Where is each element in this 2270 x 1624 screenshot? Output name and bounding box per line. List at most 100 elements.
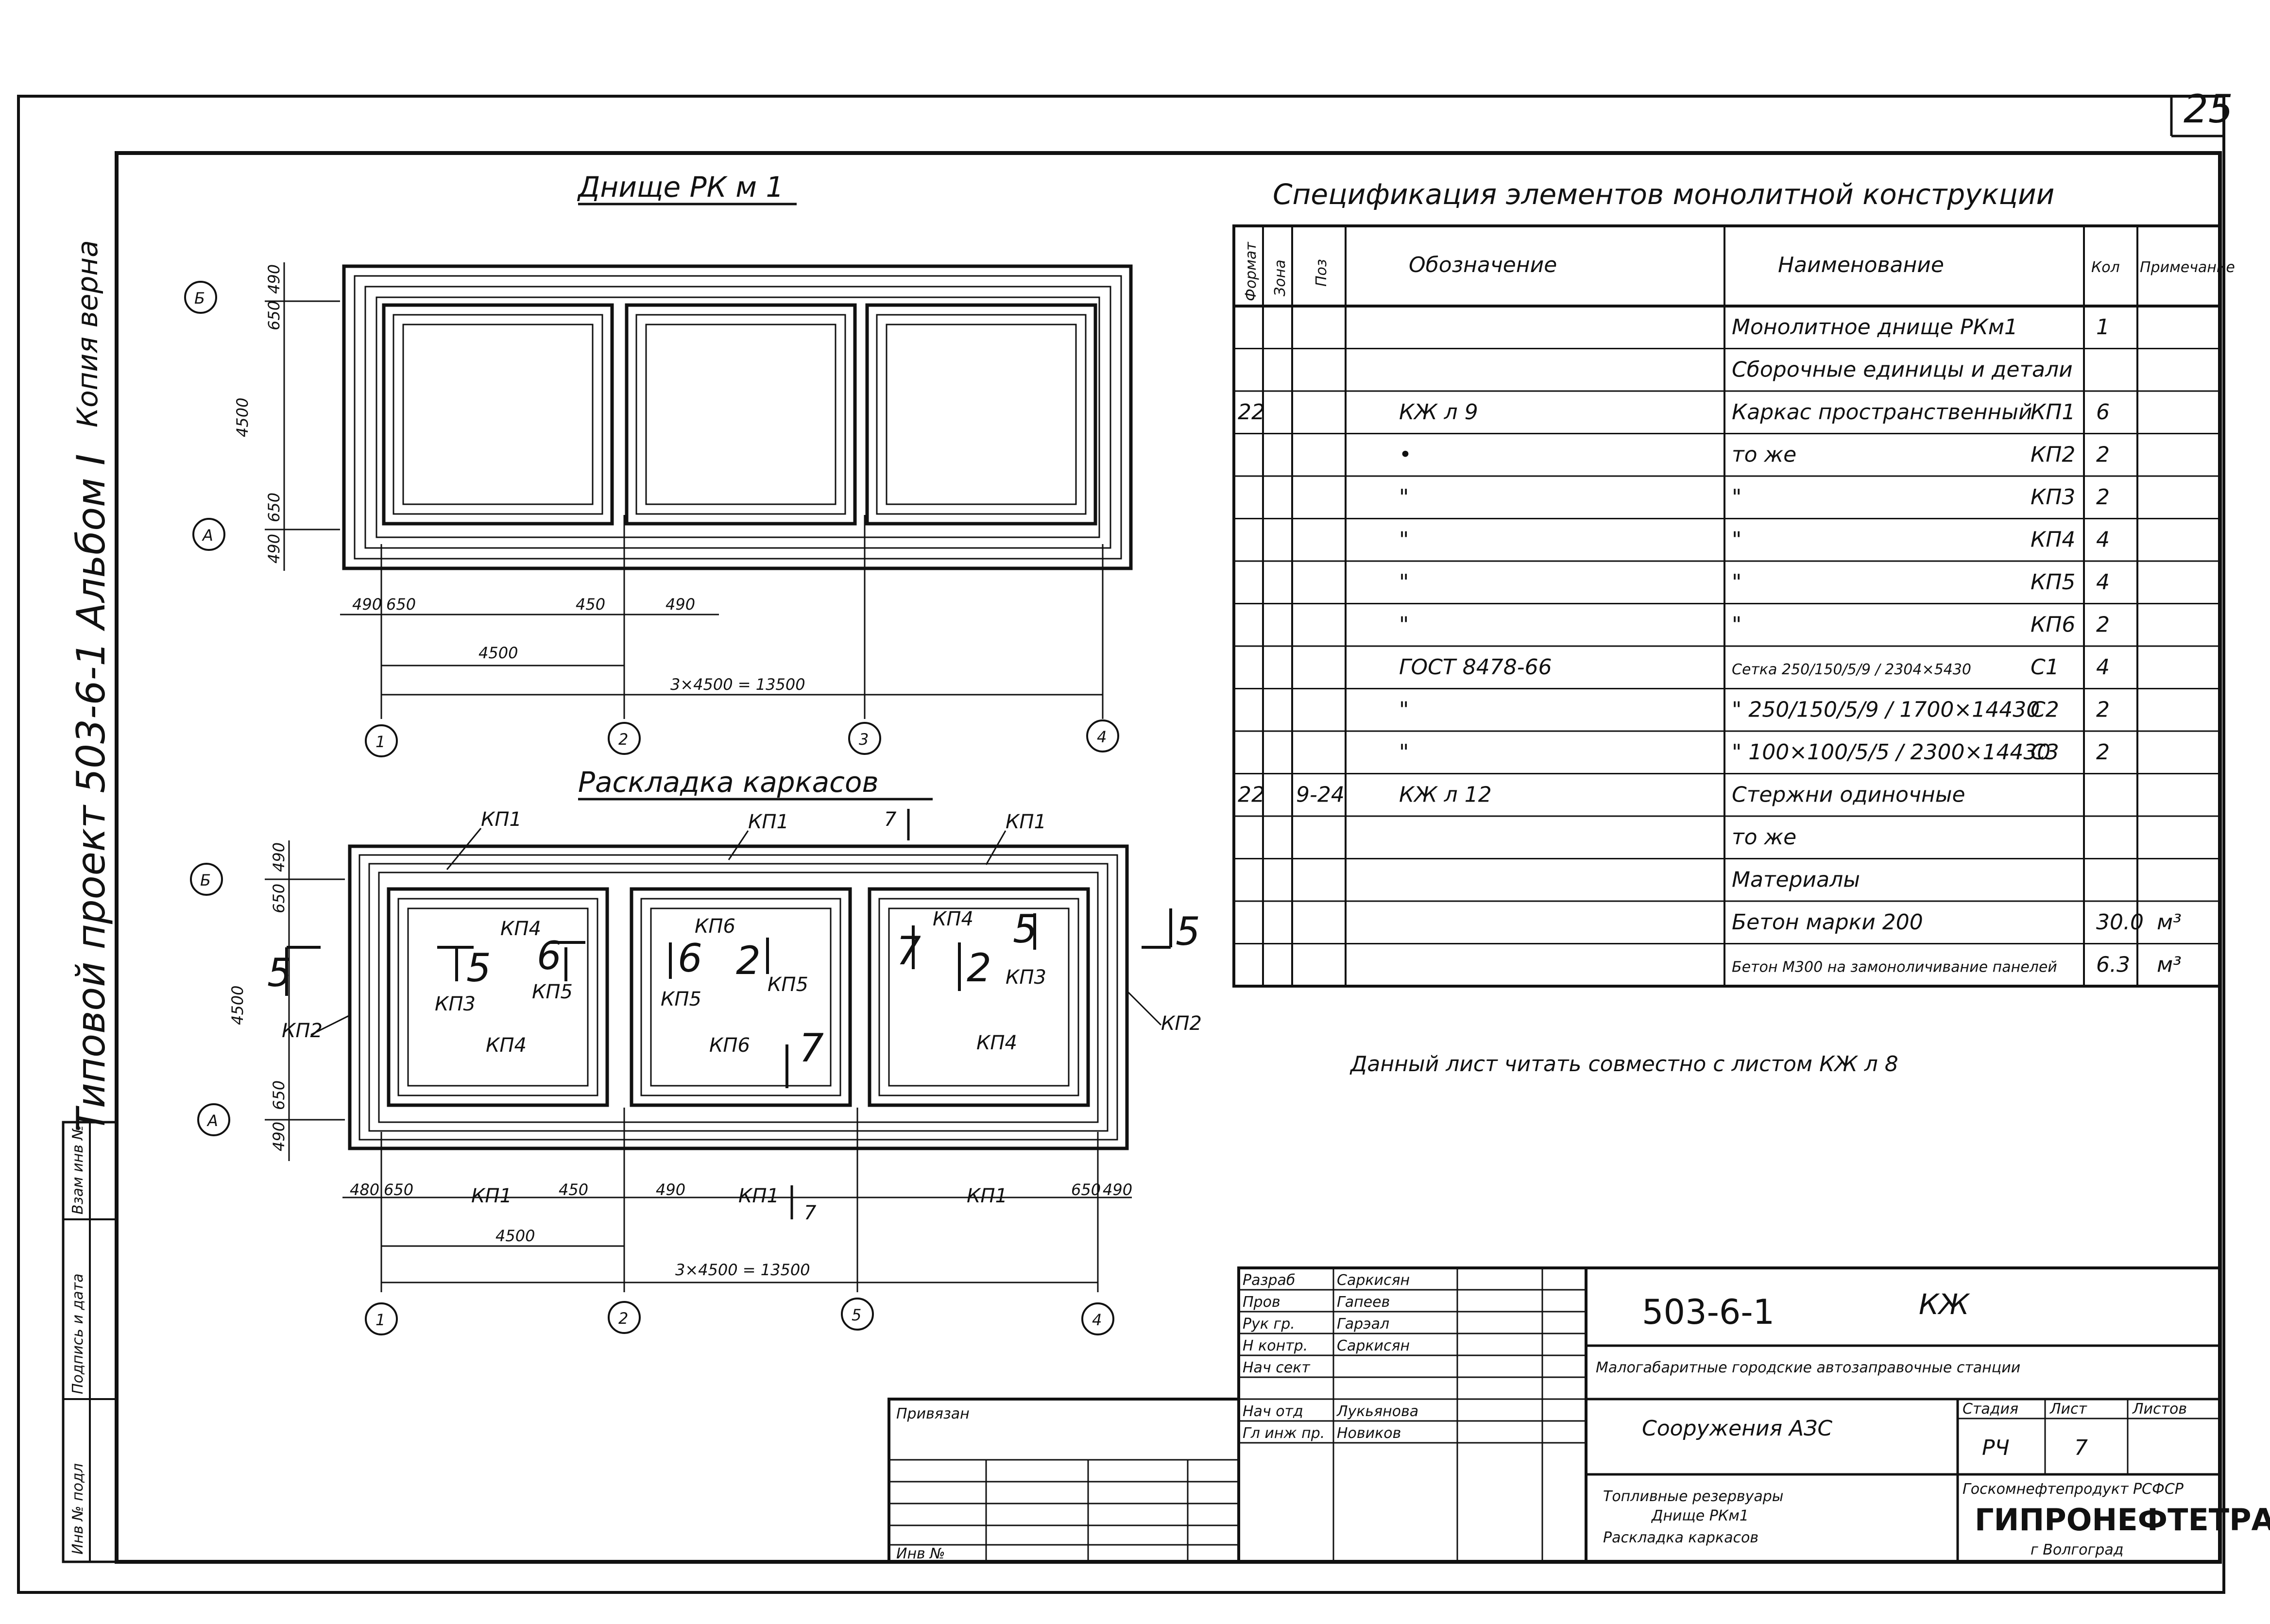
sheet-number: 25 <box>2184 86 2233 132</box>
spec-mark: КП5 <box>2031 570 2075 595</box>
svg-text:Н контр.: Н контр. <box>1243 1337 1308 1354</box>
svg-text:КП4: КП4 <box>486 1034 527 1057</box>
spec-designation: " <box>1399 698 1409 722</box>
svg-text:4500: 4500 <box>478 644 518 662</box>
left-stamp-1: Взам инв № <box>69 1125 86 1214</box>
svg-text:Кол: Кол <box>2091 259 2120 276</box>
svg-text:2: 2 <box>736 938 761 983</box>
svg-text:490: 490 <box>1103 1180 1132 1199</box>
spec-qty: 30.0 <box>2096 910 2144 935</box>
svg-text:4500: 4500 <box>495 1227 535 1245</box>
svg-text:490: 490 <box>656 1180 685 1199</box>
svg-text:Гл инж пр.: Гл инж пр. <box>1243 1425 1325 1442</box>
plan2-title: Раскладка каркасов <box>578 766 879 799</box>
spec-name: то же <box>1732 443 1796 467</box>
svg-text:6: 6 <box>678 936 702 981</box>
svg-text:Госкомнефтепродукт РСФСР: Госкомнефтепродукт РСФСР <box>1963 1481 2184 1498</box>
svg-text:Примечание: Примечание <box>2140 259 2235 276</box>
spec-name: " 100×100/5/5 / 2300×14430 <box>1732 740 2050 765</box>
svg-text:КП1: КП1 <box>471 1185 512 1207</box>
svg-text:КП4: КП4 <box>933 908 973 930</box>
svg-text:5: 5 <box>466 945 491 991</box>
svg-text:Наименование: Наименование <box>1778 253 1944 277</box>
plan2: Раскладка каркасов КП1 КП1 КП1 КП4 КП6 К… <box>190 766 1202 1335</box>
svg-text:Саркисян: Саркисян <box>1337 1272 1410 1289</box>
svg-text:490: 490 <box>666 595 695 614</box>
svg-text:КП2: КП2 <box>1161 1012 1202 1035</box>
spec-name: Сборочные единицы и детали <box>1732 358 2073 382</box>
svg-text:КП1: КП1 <box>738 1185 779 1207</box>
svg-text:КП6: КП6 <box>695 915 735 938</box>
svg-text:5: 5 <box>852 1306 861 1324</box>
svg-text:Б: Б <box>200 871 211 889</box>
spec-pos: 9-24 <box>1296 783 1345 807</box>
svg-text:Б: Б <box>194 289 205 308</box>
svg-text:490: 490 <box>352 595 382 614</box>
spec-format: 22 <box>1238 400 1265 425</box>
spec-mark: С3 <box>2031 740 2059 765</box>
svg-text:Поз: Поз <box>1313 259 1330 287</box>
svg-text:КП2: КП2 <box>282 1020 323 1042</box>
spec-name: Сетка 250/150/5/9 / 2304×5430 <box>1732 661 1971 678</box>
svg-text:450: 450 <box>576 595 605 614</box>
svg-text:1: 1 <box>375 1311 385 1329</box>
plan1: Днище РК м 1 490 650 450 490 4500 3×4500… <box>184 171 1133 757</box>
spec-table: Спецификация элементов монолитной констр… <box>1232 178 2235 988</box>
svg-text:КП3: КП3 <box>1006 966 1046 989</box>
svg-text:Нач сект: Нач сект <box>1243 1359 1311 1376</box>
sheet-note: Данный лист читать совместно с листом КЖ… <box>1349 1052 1898 1077</box>
spec-designation: " <box>1399 570 1409 595</box>
svg-text:КП1: КП1 <box>967 1185 1007 1207</box>
side-label: Типовой проект 503-6-1 Альбом I <box>68 454 114 1132</box>
svg-text:490: 490 <box>265 534 283 564</box>
spec-title: Спецификация элементов монолитной констр… <box>1273 178 2054 211</box>
spec-designation: " <box>1399 485 1409 510</box>
svg-text:4500: 4500 <box>233 398 252 437</box>
svg-text:4500: 4500 <box>228 986 247 1025</box>
svg-text:Днище РКм1: Днище РКм1 <box>1651 1507 1749 1524</box>
svg-text:3: 3 <box>859 730 869 749</box>
spec-qty: 2 <box>2096 613 2110 637</box>
spec-name: Монолитное днище РКм1 <box>1732 315 2018 340</box>
plan1-title: Днище РК м 1 <box>577 171 784 204</box>
mark-kp1-a: КП1 <box>481 808 522 831</box>
spec-note: м³ <box>2157 953 2182 977</box>
spec-designation: ГОСТ 8478-66 <box>1399 655 1552 680</box>
spec-mark: КП1 <box>2031 400 2075 425</box>
spec-mark: С2 <box>2031 698 2059 722</box>
title-block: Привязан Инв № Разраб Саркисян Пров Гапе… <box>888 1266 2270 1563</box>
svg-text:650: 650 <box>384 1180 413 1199</box>
spec-format: 22 <box>1238 783 1265 807</box>
spec-name: " 250/150/5/9 / 1700×14430 <box>1732 698 2040 722</box>
svg-text:Сооружения АЗС: Сооружения АЗС <box>1642 1416 1832 1441</box>
corner-note: Копия верна <box>71 240 104 427</box>
svg-text:650: 650 <box>386 595 416 614</box>
svg-text:480: 480 <box>350 1180 379 1199</box>
svg-text:А: А <box>206 1111 218 1130</box>
spec-mark: КП2 <box>2031 443 2075 467</box>
svg-text:4: 4 <box>1097 728 1107 746</box>
svg-text:Инв №: Инв № <box>896 1545 945 1562</box>
svg-text:650: 650 <box>265 301 283 330</box>
spec-mark: С1 <box>2031 655 2059 680</box>
svg-text:3×4500 = 13500: 3×4500 = 13500 <box>670 675 805 694</box>
spec-designation: " <box>1399 528 1409 552</box>
spec-name: " <box>1732 485 1741 510</box>
svg-text:Листов: Листов <box>2132 1401 2187 1418</box>
spec-designation: " <box>1399 613 1409 637</box>
svg-text:КП5: КП5 <box>532 981 573 1003</box>
svg-text:Новиков: Новиков <box>1337 1425 1401 1442</box>
svg-text:Топливные резервуары: Топливные резервуары <box>1603 1488 1783 1505</box>
svg-text:7: 7 <box>884 808 897 831</box>
svg-text:Лукьянова: Лукьянова <box>1336 1403 1418 1420</box>
svg-text:7: 7 <box>804 1202 817 1224</box>
spec-name: " <box>1732 528 1741 552</box>
spec-qty: 4 <box>2096 570 2110 595</box>
spec-qty: 6.3 <box>2096 953 2130 977</box>
spec-mark: КП6 <box>2031 613 2075 637</box>
svg-text:Гапеев: Гапеев <box>1337 1294 1390 1311</box>
svg-text:КП5: КП5 <box>661 988 701 1010</box>
spec-name: Бетон марки 200 <box>1732 910 1923 935</box>
